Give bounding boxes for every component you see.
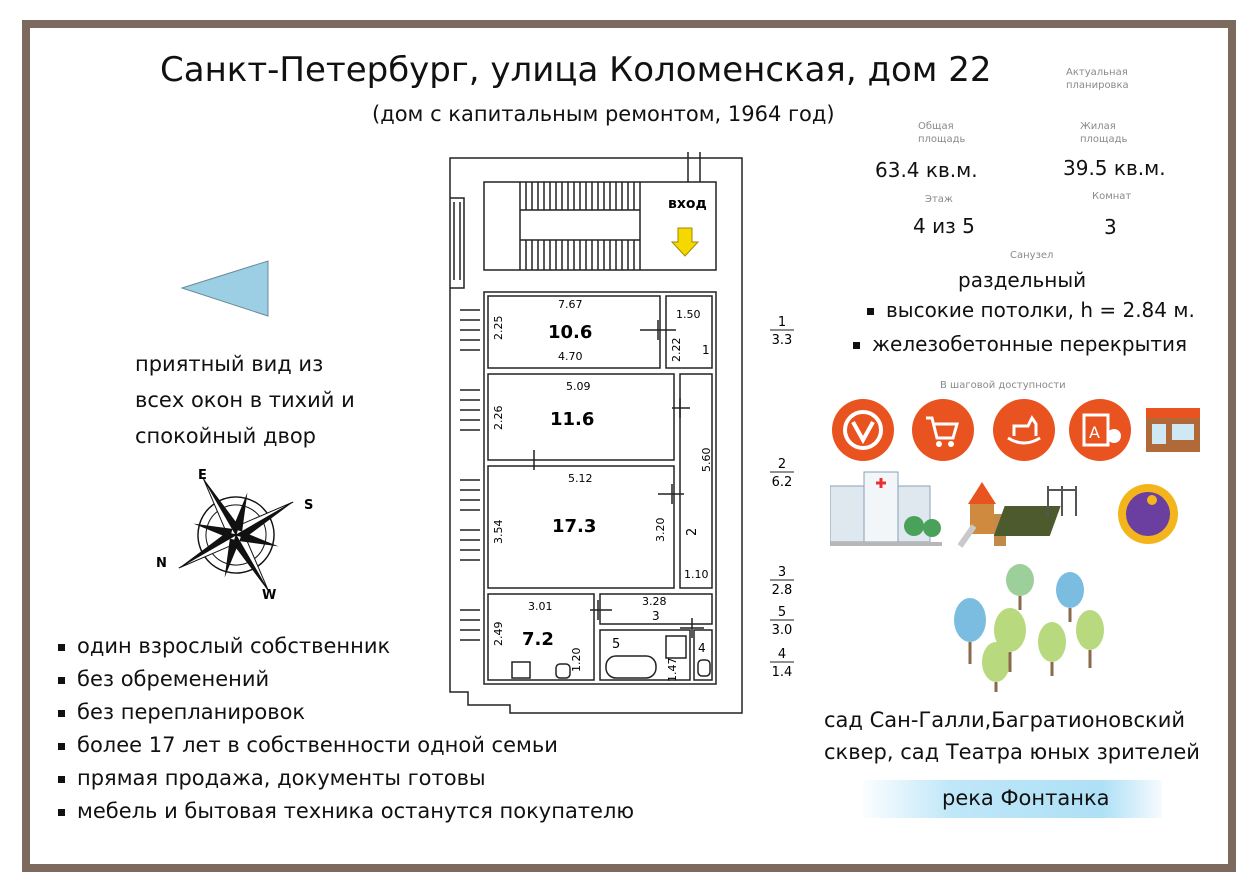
area-legend: 1 3.3 2 6.2 3 2.8 5 3.0 4 1.4 xyxy=(770,315,794,680)
legend-num: 2 xyxy=(778,457,786,472)
room-area-label: 11.6 xyxy=(550,409,594,430)
legend-num: 5 xyxy=(778,605,786,620)
room-area-label: 10.6 xyxy=(548,322,592,343)
dim-label: 1.47 xyxy=(666,658,679,683)
legend-val: 6.2 xyxy=(772,475,793,490)
room-number-label: 5 xyxy=(612,637,620,652)
feature-ceilings: высокие потолки, h = 2.84 м. xyxy=(867,298,1195,322)
dim-label: 2.49 xyxy=(492,622,505,647)
legend-val: 3.0 xyxy=(772,623,793,638)
toy-horse-icon xyxy=(993,399,1055,461)
floor-plan: вход 7.67 10.6 4.70 2.25 1.50 2.22 1 5.0… xyxy=(449,152,794,714)
room-area-label: 7.2 xyxy=(522,629,554,650)
rooms-value: 3 xyxy=(1104,215,1117,239)
list-item: без перепланировок xyxy=(58,700,634,733)
room-area-label: 17.3 xyxy=(552,516,596,537)
bullet-icon xyxy=(58,709,65,717)
dim-label: 1.50 xyxy=(676,308,701,321)
bullet-icon xyxy=(853,342,860,349)
entrance-arrow-icon xyxy=(670,227,700,257)
nearby-parks: сад Сан-Галли,Багратионовский сквер, сад… xyxy=(824,708,1200,764)
page-subtitle: (дом с капитальным ремонтом, 1964 год) xyxy=(372,102,835,126)
dim-label: 5.09 xyxy=(566,380,591,393)
feature-floors: железобетонные перекрытия xyxy=(853,332,1187,356)
compass-north-label: N xyxy=(156,556,167,571)
dim-label: 3.01 xyxy=(528,600,553,613)
river-name: река Фонтанка xyxy=(942,786,1110,810)
dim-label: 5.60 xyxy=(700,448,713,473)
view-description: приятный вид из всех окон в тихий и спок… xyxy=(135,352,355,448)
legend-num: 3 xyxy=(778,565,786,580)
bullet-icon xyxy=(58,676,65,684)
list-item: один взрослый собственник xyxy=(58,634,634,667)
bullet-icon xyxy=(58,643,65,651)
bathroom-value: раздельный xyxy=(958,268,1087,292)
walking-label: В шаговой доступности xyxy=(940,380,1066,391)
floor-value: 4 из 5 xyxy=(913,214,975,238)
sport-ground-icon xyxy=(993,486,1077,536)
metro-icon xyxy=(832,399,894,461)
bullet-icon xyxy=(58,742,65,750)
list-item: без обременений xyxy=(58,667,634,700)
dim-label: 3.54 xyxy=(492,520,505,545)
property-bullet-list: один взрослый собственник без обременени… xyxy=(58,634,634,832)
park-trees-icon xyxy=(954,564,1104,692)
svg-text:A: A xyxy=(1089,423,1100,442)
dim-label: 2.25 xyxy=(492,316,505,341)
legend-num: 1 xyxy=(778,315,786,330)
floor-label: Этаж xyxy=(925,194,953,205)
list-item: более 17 лет в собственности одной семьи xyxy=(58,733,634,766)
total-area-value: 63.4 кв.м. xyxy=(875,158,978,182)
bathroom-label: Санузел xyxy=(1010,250,1054,261)
total-area-label: Общая площадь xyxy=(918,121,966,145)
walking-icons: A xyxy=(830,399,1200,548)
legend-val: 3.3 xyxy=(772,333,793,348)
cafe-icon xyxy=(1146,408,1200,452)
dim-label: 3.28 xyxy=(642,595,667,608)
dim-label: 1.20 xyxy=(570,648,583,673)
hospital-icon xyxy=(830,471,942,546)
shop-cart-icon xyxy=(912,399,974,461)
bullet-icon xyxy=(58,808,65,816)
room-number-label: 1 xyxy=(702,343,710,357)
compass-rose-icon: E S N W xyxy=(156,468,313,603)
list-item: мебель и бытовая техника останутся покуп… xyxy=(58,799,634,832)
school-icon: A xyxy=(1069,399,1131,461)
dim-label: 2.26 xyxy=(492,406,505,431)
dim-label: 1.10 xyxy=(684,568,709,581)
page-title: Санкт-Петербург, улица Коломенская, дом … xyxy=(160,50,992,90)
bullet-icon xyxy=(867,308,874,315)
bullet-icon xyxy=(58,775,65,783)
room-number-label: 3 xyxy=(652,609,660,623)
room-number-label: 2 xyxy=(685,528,700,536)
dim-label: 4.70 xyxy=(558,350,583,363)
legend-val: 1.4 xyxy=(772,665,793,680)
compass-west-label: W xyxy=(262,588,276,603)
river-band xyxy=(862,780,1162,818)
dim-label: 7.67 xyxy=(558,298,583,311)
entrance-label: вход xyxy=(668,196,707,212)
compass-south-label: S xyxy=(304,498,313,513)
view-direction-triangle xyxy=(180,260,269,317)
living-area-value: 39.5 кв.м. xyxy=(1063,156,1166,180)
legend-val: 2.8 xyxy=(772,583,793,598)
dim-label: 5.12 xyxy=(568,472,593,485)
dim-label: 3.20 xyxy=(654,518,667,543)
living-area-label: Жилая площадь xyxy=(1080,121,1128,145)
room-number-label: 4 xyxy=(698,641,706,655)
fitness-icon xyxy=(1118,484,1178,544)
layout-label: Актуальная планировка xyxy=(1066,67,1129,91)
compass-east-label: E xyxy=(198,468,207,483)
page-frame xyxy=(22,20,1236,872)
dim-label: 2.22 xyxy=(670,338,683,363)
rooms-label: Комнат xyxy=(1092,191,1132,202)
playground-icon xyxy=(957,482,1006,548)
legend-num: 4 xyxy=(778,647,786,662)
list-item: прямая продажа, документы готовы xyxy=(58,766,634,799)
